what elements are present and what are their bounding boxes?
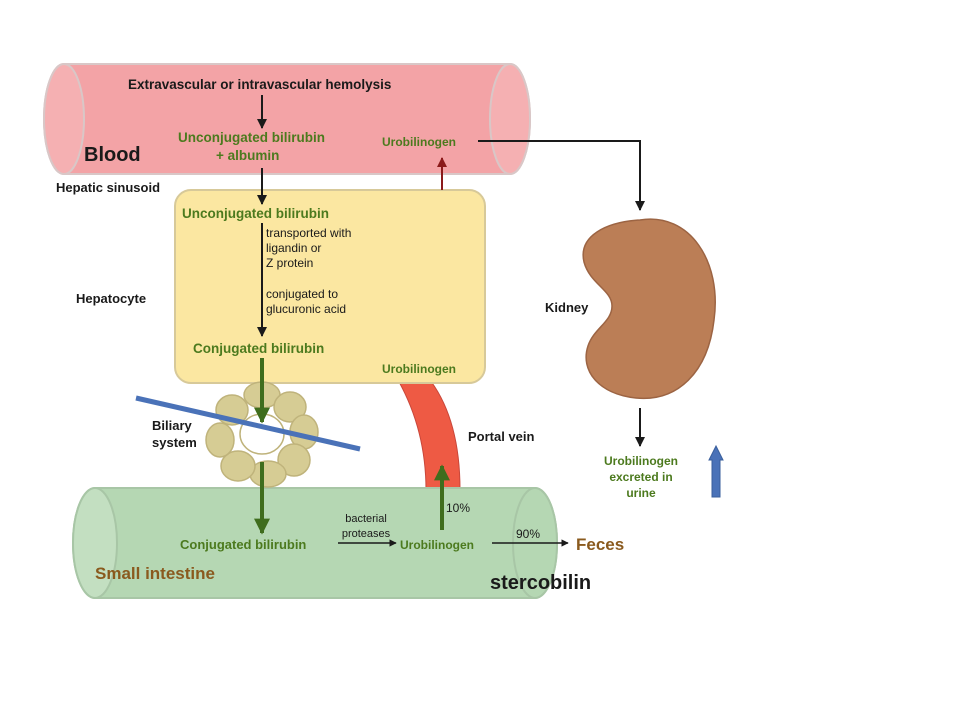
hepatocyte-label: Hepatocyte: [76, 291, 146, 306]
portal-vein-shape: [397, 379, 461, 491]
flow-arrows: [254, 95, 645, 547]
blood-urobilinogen-label: Urobilinogen: [382, 135, 456, 149]
biliary-label-line2: system: [152, 435, 197, 450]
kidney-label: Kidney: [545, 300, 589, 315]
protease-line-2: proteases: [342, 528, 391, 540]
intestine-conjugated-label: Conjugated bilirubin: [180, 537, 306, 552]
percent-portal-label: 10%: [446, 501, 470, 515]
feces-label: Feces: [576, 535, 624, 554]
percent-feces-label: 90%: [516, 527, 540, 541]
hepatic-sinusoid-label: Hepatic sinusoid: [56, 180, 160, 195]
blood-vessel: [43, 63, 531, 175]
hepatocyte-unconjugated-label: Unconjugated bilirubin: [182, 206, 329, 221]
hepatocyte-conjugated-label: Conjugated bilirubin: [193, 341, 324, 356]
hepatocyte-box: [174, 189, 486, 384]
kidney-shape: [582, 218, 716, 400]
blood-unconjugated-line2: + albumin: [216, 148, 279, 163]
urine-line-3: urine: [626, 486, 656, 500]
blood-label: Blood: [84, 144, 141, 166]
portal-vein-label: Portal vein: [468, 429, 535, 444]
conjugation-line-2: glucuronic acid: [266, 302, 346, 316]
urine-line-1: Urobilinogen: [604, 454, 678, 468]
protease-line-1: bacterial: [345, 513, 387, 525]
stercobilin-label: stercobilin: [490, 572, 591, 594]
hemolysis-label: Extravascular or intravascular hemolysis: [128, 77, 391, 92]
arrow-to-kidney: [478, 140, 645, 211]
conjugation-line-1: conjugated to: [266, 287, 338, 301]
transport-line-2: ligandin or: [266, 241, 321, 255]
obstruction-line: [135, 395, 361, 452]
transport-line-1: transported with: [266, 226, 351, 240]
blood-unconjugated-line1: Unconjugated bilirubin: [178, 130, 325, 145]
small-intestine-label: Small intestine: [95, 564, 215, 583]
biliary-label-line1: Biliary: [152, 418, 193, 433]
transport-line-3: Z protein: [266, 256, 313, 270]
hepatocyte-urobilinogen-label: Urobilinogen: [382, 362, 456, 376]
urine-line-2: excreted in: [609, 470, 672, 484]
increase-arrow-icon: [708, 444, 724, 498]
intestine-urobilinogen-label: Urobilinogen: [400, 538, 474, 552]
